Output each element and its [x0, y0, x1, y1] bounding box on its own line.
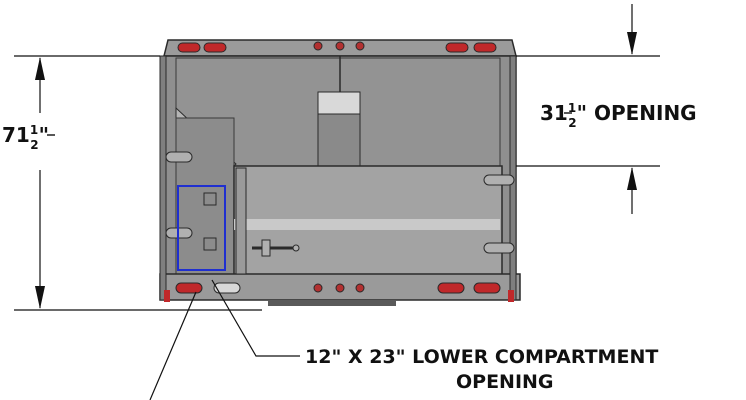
marker-light-icon — [313, 41, 323, 51]
arrow-down-icon — [627, 32, 637, 55]
callout-leader-secondary — [149, 291, 197, 400]
marker-light-icon — [335, 41, 345, 51]
tail-light-icon — [437, 282, 465, 294]
lights — [164, 41, 514, 302]
compartment-latch-icon — [203, 192, 217, 206]
marker-light-icon — [355, 41, 365, 51]
arrow-up-icon — [35, 57, 45, 80]
hinge-icon — [483, 174, 515, 186]
marker-light-icon — [313, 283, 323, 293]
truck-body — [159, 39, 521, 306]
callout-line-1: 12" X 23" LOWER COMPARTMENT — [305, 346, 658, 368]
center-post-label-plate — [317, 91, 361, 115]
latch-handle-icon — [252, 239, 300, 257]
tail-light-icon — [177, 42, 201, 53]
hinge-icon — [165, 151, 193, 163]
side-marker-icon — [508, 290, 514, 302]
tail-light-icon — [473, 282, 501, 294]
tail-light-icon — [203, 42, 227, 53]
dimension-lines — [14, 4, 660, 400]
side-marker-icon — [164, 290, 170, 302]
callout-line-2: OPENING — [456, 371, 554, 393]
backup-light-icon — [213, 282, 241, 294]
arrow-up-icon — [627, 167, 637, 190]
tail-light-icon — [473, 42, 497, 53]
arrow-down-icon — [35, 286, 45, 309]
lower-compartment-opening — [177, 185, 226, 271]
callout-leader — [211, 279, 300, 357]
left-corner-post — [159, 55, 167, 301]
bumper-underside — [268, 300, 396, 306]
door-hinge-bar — [235, 167, 247, 275]
hinge-icon — [483, 242, 515, 254]
tail-light-icon — [445, 42, 469, 53]
lower-compartment — [177, 185, 226, 271]
compartment-latch-icon — [203, 237, 217, 251]
door-stripe — [234, 219, 500, 230]
marker-light-icon — [335, 283, 345, 293]
tail-light-icon — [175, 282, 203, 294]
marker-light-icon — [355, 283, 365, 293]
